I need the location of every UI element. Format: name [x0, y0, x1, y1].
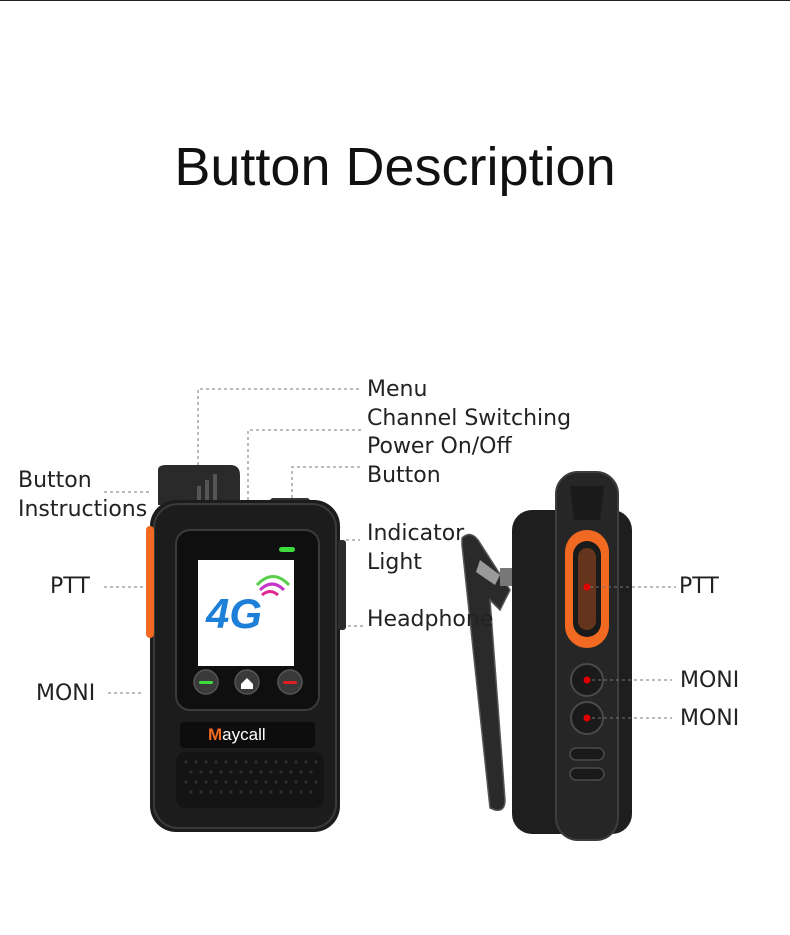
label-ptt-right: PTT — [679, 574, 719, 599]
label-power: Power On/Off — [367, 434, 512, 459]
indicator-led — [279, 547, 295, 552]
top-border-line — [0, 0, 790, 1]
label-button: Button — [367, 463, 441, 488]
label-indicator: Indicator — [367, 521, 465, 546]
label-indicator-light: Light — [367, 550, 422, 575]
leader-lines — [104, 388, 676, 719]
side-radio — [461, 471, 632, 841]
label-moni-right-2: MONI — [680, 706, 740, 731]
label-button-instructions-line2: Instructions — [18, 497, 148, 522]
label-menu: Menu — [367, 377, 428, 402]
label-channel-switching: Channel Switching — [367, 406, 572, 431]
label-headphone: Headphone — [367, 607, 494, 632]
label-moni-right-1: MONI — [680, 668, 740, 693]
label-ptt-left: PTT — [50, 574, 90, 599]
page-title: Button Description — [174, 137, 616, 197]
brand-logo: Maycall — [208, 725, 266, 744]
label-button-instructions-line1: Button — [18, 468, 92, 493]
ptt-side-strip — [146, 526, 154, 638]
label-moni-left: MONI — [36, 681, 96, 706]
front-radio — [146, 465, 346, 832]
screen-4g-text: 4G — [206, 590, 263, 637]
